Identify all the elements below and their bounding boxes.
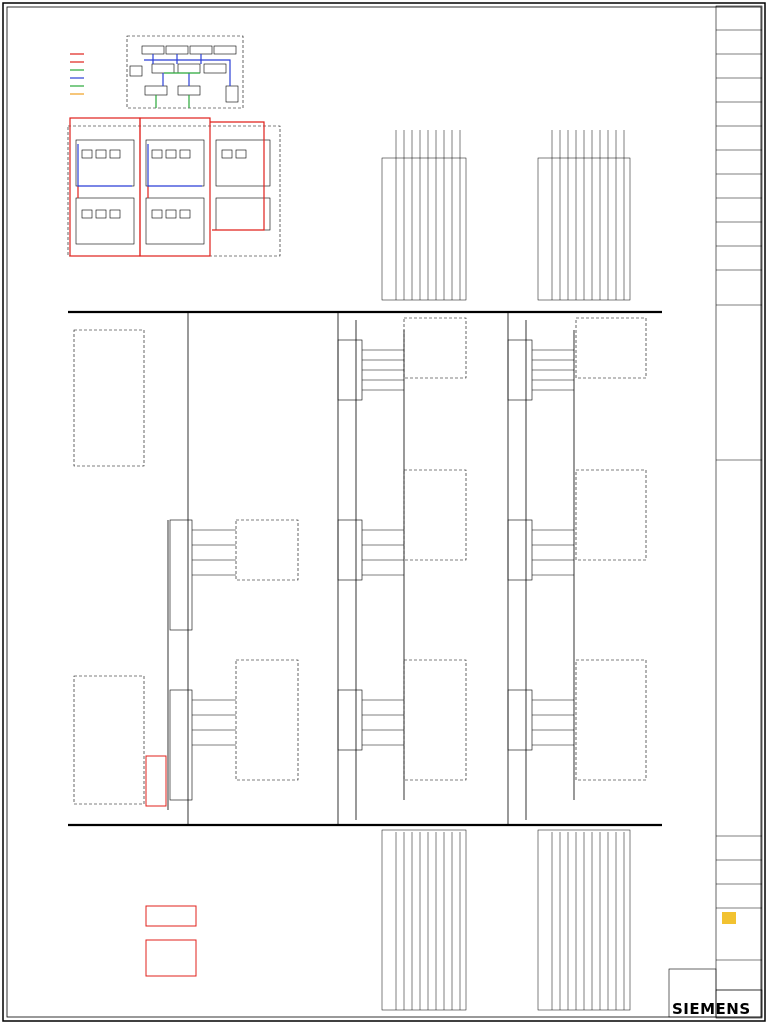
cable-schedules-bottom	[381, 829, 631, 1011]
cable-legend	[70, 53, 84, 95]
siemens-logo: SIEMENS	[672, 1000, 751, 1018]
title-block	[715, 5, 763, 1019]
terminal-ladder-rungs	[192, 349, 574, 746]
red-annotation-boxes	[145, 755, 197, 977]
cabinet-blue-links	[77, 144, 202, 187]
bottom-title-strip	[668, 968, 763, 1018]
cable-schedules-top	[381, 130, 631, 301]
cabinet-red-loops	[69, 117, 265, 257]
network-cables	[144, 54, 231, 108]
busbars	[68, 310, 662, 827]
client-stamp-icon	[722, 912, 736, 924]
